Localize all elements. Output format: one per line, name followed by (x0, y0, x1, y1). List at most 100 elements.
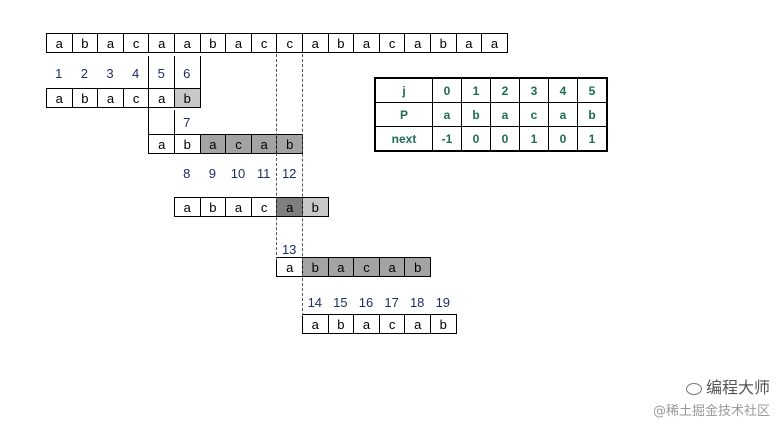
pattern-cell: b (71, 88, 99, 108)
pattern-cell: a (302, 314, 329, 334)
step-label: 7 (183, 114, 191, 130)
pattern-cell: c (353, 257, 380, 277)
step-label: 8 (183, 165, 191, 181)
next-array-table: j 0 1 2 3 4 5 P a b a c a b next -1 0 0 … (374, 77, 608, 152)
next-table-cell: 0 (548, 126, 578, 152)
text-cell: b (199, 33, 227, 53)
guide-line (174, 110, 175, 134)
pattern-cell: a (46, 88, 73, 108)
step-label: 19 (435, 294, 451, 310)
pattern-cell: b (302, 257, 329, 277)
pattern-cell: b (404, 257, 431, 277)
next-table-cell: 1 (519, 126, 549, 152)
pattern-cell: a (353, 314, 380, 334)
step-label: 10 (230, 165, 246, 181)
next-table-cell: 4 (548, 77, 578, 103)
next-table-cell: c (519, 102, 549, 127)
watermark-title-text: 编程大师 (705, 378, 770, 397)
text-cell: a (46, 33, 73, 53)
pattern-cell: c (225, 134, 252, 154)
text-cell: a (455, 33, 483, 53)
next-table-cell: 0 (490, 126, 520, 152)
next-table-cell: a (432, 102, 462, 127)
watermark: 编程大师 @稀土掘金技术社区 (653, 374, 770, 419)
text-cell: c (122, 33, 150, 53)
step-label: 9 (208, 165, 216, 181)
text-cell: a (302, 33, 329, 53)
step-label: 18 (409, 294, 425, 310)
pattern-cell: a (148, 88, 175, 108)
step-label: 15 (333, 294, 348, 310)
text-cell: c (378, 33, 406, 53)
next-table-cell: 1 (461, 77, 491, 103)
next-table-header: j (374, 77, 433, 103)
pattern-cell: b (430, 314, 457, 334)
text-cell: b (327, 33, 355, 53)
text-cell: b (71, 33, 99, 53)
step-label: 5 (157, 65, 165, 81)
step-label: 16 (358, 294, 374, 310)
step-label: 11 (256, 165, 271, 181)
pattern-cell: a (276, 197, 303, 217)
text-cell: a (353, 33, 380, 53)
next-table-row-j: j 0 1 2 3 4 5 (374, 77, 608, 103)
pattern-cell: a (174, 197, 201, 217)
next-table-row-p: P a b a c a b (374, 102, 608, 127)
pattern-cell: a (276, 257, 303, 277)
next-table-cell: 3 (519, 77, 549, 103)
step-label: 12 (281, 165, 297, 181)
next-table-cell: b (577, 102, 608, 127)
next-table-header: P (374, 102, 433, 127)
next-table-header: next (374, 126, 433, 152)
text-cell: a (225, 33, 252, 53)
text-cell: c (250, 33, 278, 53)
step-label: 4 (131, 65, 140, 81)
next-table-cell: a (548, 102, 578, 127)
pattern-cell: a (97, 88, 124, 108)
pattern-cell: c (378, 314, 406, 334)
next-table-cell: 0 (461, 126, 491, 152)
pattern-cell: a (404, 314, 431, 334)
next-table-cell: b (461, 102, 491, 127)
pattern-cell: a (148, 134, 175, 154)
step-label: 6 (183, 65, 191, 81)
step-label: 2 (80, 65, 88, 81)
watermark-title: 编程大师 (653, 374, 770, 398)
text-cell: a (97, 33, 124, 53)
pattern-cell: a (378, 257, 406, 277)
text-cell: a (174, 33, 201, 53)
dashed-guide-line (276, 54, 278, 260)
guide-line (148, 56, 150, 136)
text-cell: b (430, 33, 457, 53)
text-cell: a (404, 33, 431, 53)
text-cell: c (276, 33, 303, 53)
wechat-icon (685, 382, 702, 395)
next-table-cell: 0 (432, 77, 462, 103)
next-table-cell: 1 (577, 126, 608, 152)
step-label: 17 (384, 294, 399, 310)
pattern-cell: b (327, 314, 355, 334)
guide-line (174, 56, 175, 88)
pattern-cell: a (225, 197, 252, 217)
pattern-cell: b (174, 88, 201, 108)
pattern-cell: a (327, 257, 355, 277)
next-table-cell: a (490, 102, 520, 127)
text-cell: a (481, 33, 508, 53)
step-label: 13 (281, 241, 297, 257)
next-table-cell: 2 (490, 77, 520, 103)
step-label: 3 (106, 65, 114, 81)
text-cell: a (148, 33, 175, 53)
step-label: 1 (55, 65, 63, 81)
watermark-subtitle: @稀土掘金技术社区 (652, 404, 770, 419)
step-label: 14 (307, 294, 323, 310)
pattern-cell: b (174, 134, 201, 154)
pattern-cell: c (250, 197, 278, 217)
pattern-cell: b (302, 197, 329, 217)
next-table-cell: 5 (577, 77, 608, 103)
pattern-cell: b (276, 134, 303, 154)
pattern-cell: b (199, 197, 227, 217)
pattern-cell: c (122, 88, 150, 108)
pattern-cell: a (199, 134, 227, 154)
next-table-row-next: next -1 0 0 1 0 1 (374, 126, 608, 152)
